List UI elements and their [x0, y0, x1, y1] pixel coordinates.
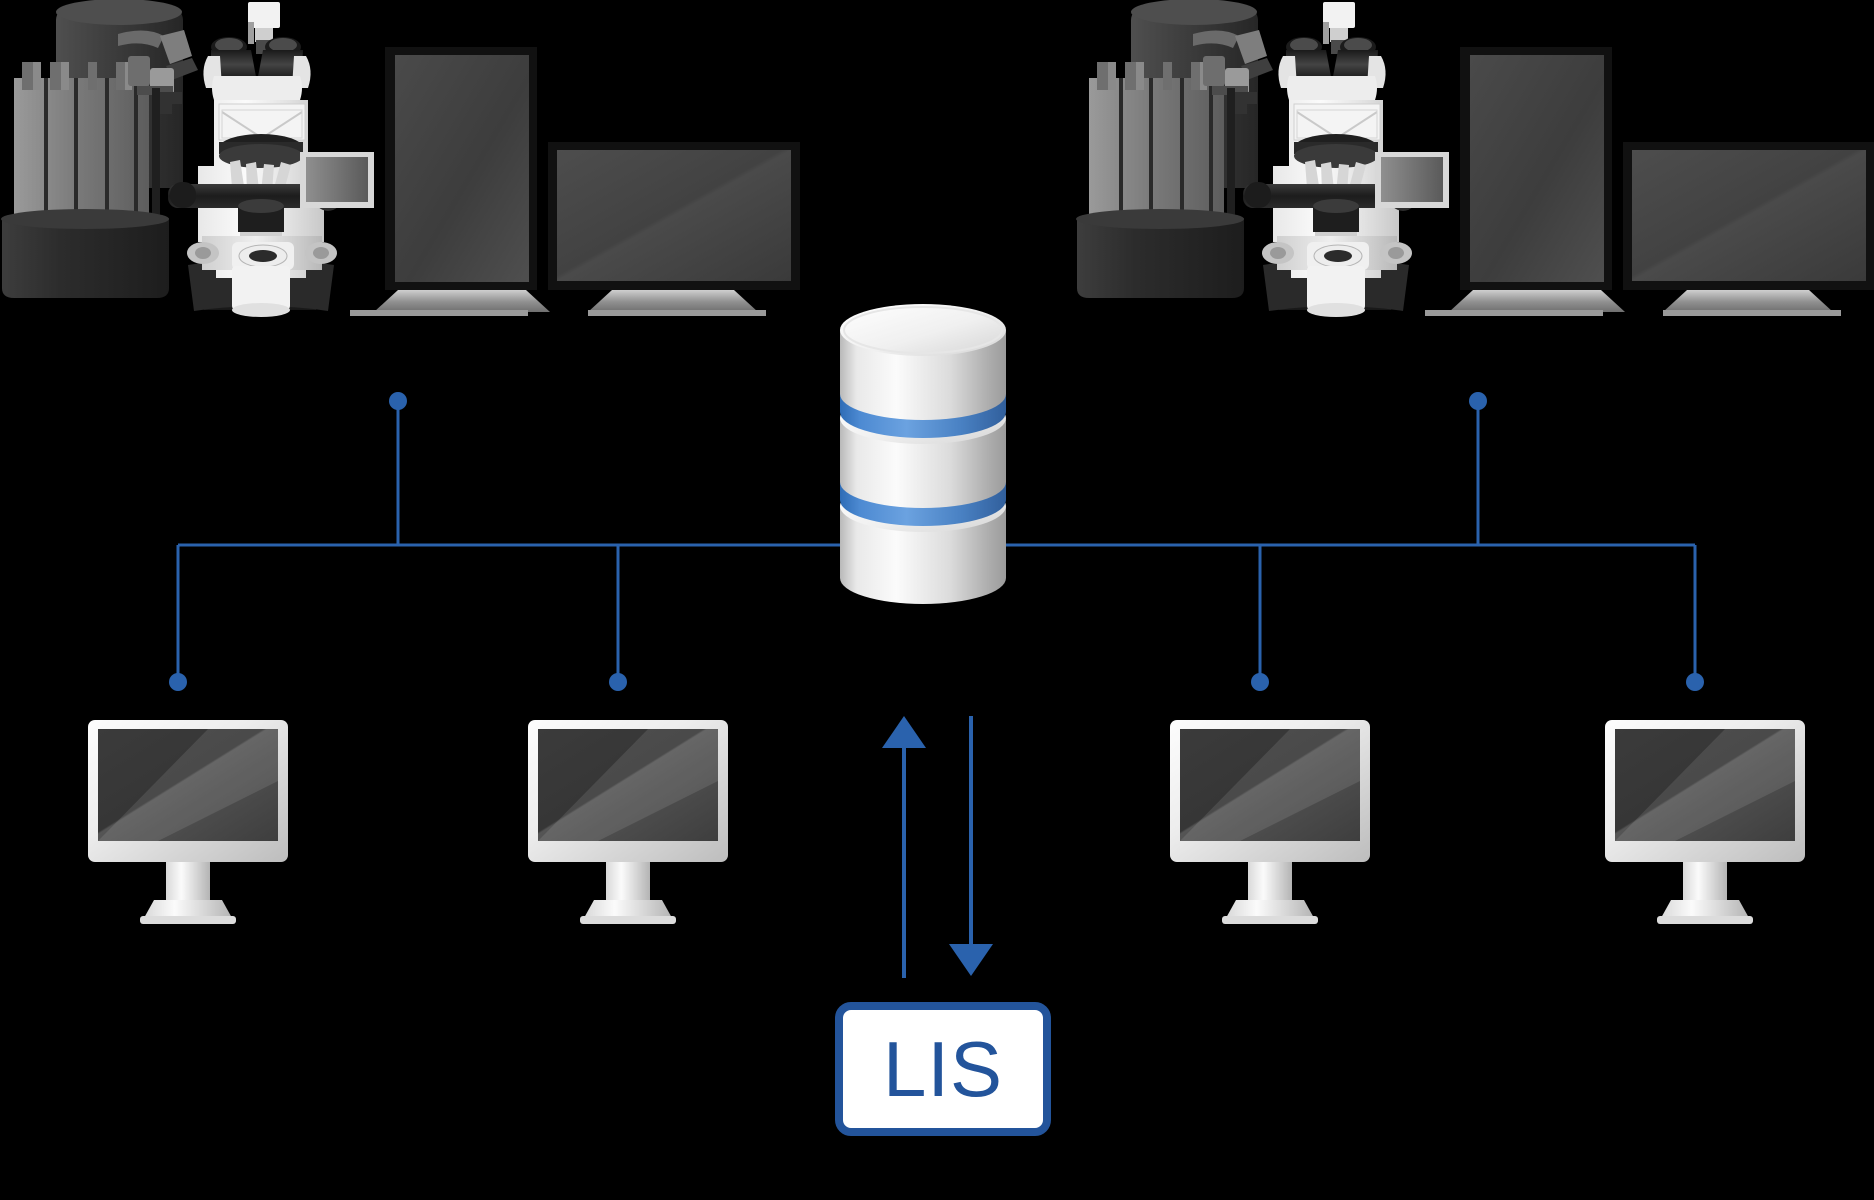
workstation-stand	[144, 900, 232, 918]
scanner-reagent-rack	[1089, 62, 1224, 228]
scanner-group-right	[1076, 0, 1874, 317]
microscope-objective-turret	[219, 134, 303, 193]
scanner-group-left	[1, 0, 800, 317]
tower-front-panel	[395, 55, 529, 282]
network-nodes	[169, 392, 1704, 691]
microscope-objective-turret	[1294, 134, 1378, 193]
lis-arrows	[882, 716, 993, 978]
lis-box[interactable]: LIS	[835, 1002, 1051, 1136]
tower-stand-base	[350, 310, 528, 316]
microscope-eyepieces	[1278, 2, 1386, 100]
db-disk-top-surface	[840, 304, 1006, 356]
slide-scanner	[1076, 0, 1273, 298]
workstation-screen	[98, 729, 278, 841]
workstation-2	[528, 720, 728, 924]
widescreen-screen	[557, 150, 791, 281]
microscope-prism-box	[218, 103, 306, 141]
central-image-database	[840, 304, 1006, 604]
arrow-up-head	[882, 716, 926, 748]
scanner-robotic-arm	[118, 30, 198, 268]
computer-tower	[350, 47, 550, 316]
microscope-focus-knobs	[187, 236, 337, 270]
node-workstation-1	[169, 673, 187, 691]
scanner-basin-rim	[1, 209, 169, 229]
microscope-illuminator	[232, 266, 290, 310]
tower-stand	[374, 290, 550, 312]
scanner-front-basin	[2, 218, 169, 298]
computer-tower	[1425, 47, 1625, 316]
db-disk-bottom	[840, 506, 1006, 604]
lis-label: LIS	[882, 1025, 1004, 1113]
workstation-neck	[166, 862, 210, 900]
node-workstation-3	[1251, 673, 1269, 691]
widescreen-monitor	[548, 142, 800, 316]
scanner-drum-top	[56, 0, 182, 25]
scanner-reagent-rack	[14, 62, 149, 228]
node-workstation-2	[609, 673, 627, 691]
arrow-down-head	[949, 944, 993, 976]
microscope-side-panel	[300, 152, 374, 208]
scanner-robotic-arm	[1193, 30, 1273, 268]
microscope	[1243, 2, 1449, 317]
microscope	[168, 2, 374, 317]
node-scanner-right	[1469, 392, 1487, 410]
microscope-foot	[232, 303, 290, 317]
microscope-eyepieces	[203, 2, 311, 100]
widescreen-stand-base	[588, 310, 766, 316]
microscope-side-panel	[1375, 152, 1449, 208]
microscope-focus-knobs	[1262, 236, 1412, 270]
workstation-stand-base	[140, 916, 236, 924]
workstation-4	[1605, 720, 1805, 924]
widescreen-stand	[588, 290, 758, 312]
db-top-rim	[843, 306, 1003, 354]
node-scanner-left	[389, 392, 407, 410]
workstation-screen-glare	[98, 729, 278, 841]
slide-scanner	[1, 0, 198, 298]
widescreen-monitor	[1623, 142, 1874, 316]
workstation-1	[88, 720, 288, 924]
node-workstation-4	[1686, 673, 1704, 691]
workstation-3	[1170, 720, 1370, 924]
